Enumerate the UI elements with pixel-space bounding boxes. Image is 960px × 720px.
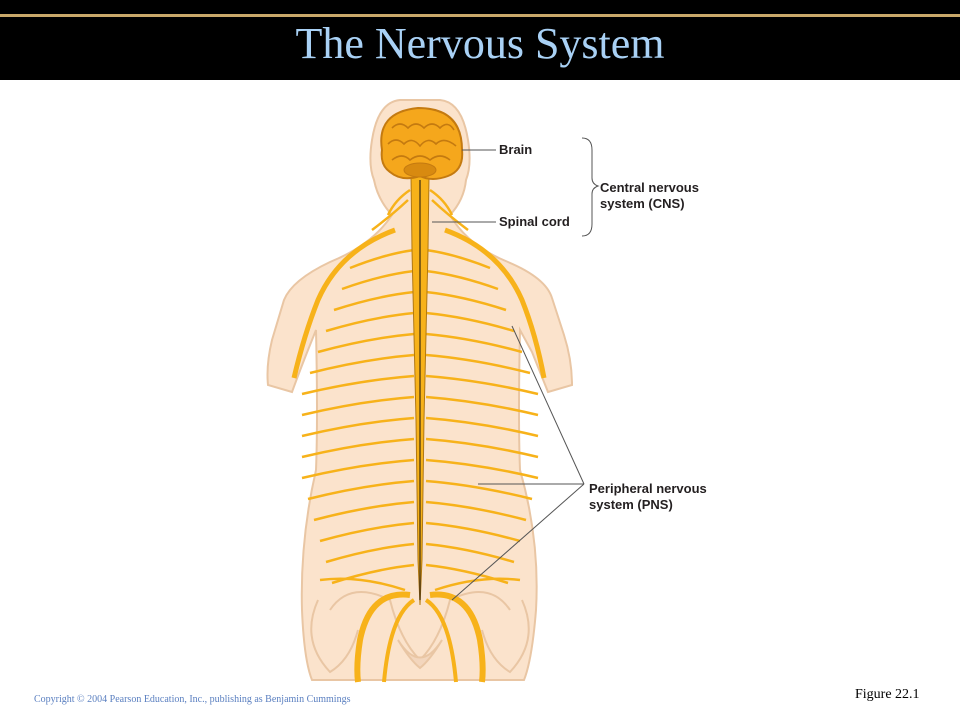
intercostal-nerve [319, 521, 415, 543]
arm-nerve-right [444, 227, 547, 379]
intercostal-nerve [341, 269, 415, 291]
intercostal-nerve [425, 563, 509, 585]
hip-bone-right [481, 599, 530, 674]
cns-bracket [581, 137, 600, 237]
intercostal-nerve [425, 521, 521, 543]
leg-nerve-left [354, 591, 411, 683]
copyright-notice: Copyright © 2004 Pearson Education, Inc.… [34, 694, 351, 705]
intercostal-nerve [301, 458, 415, 480]
title-rule [0, 14, 960, 17]
leg-nerve-right [429, 591, 486, 683]
intercostal-nerve [425, 332, 523, 354]
intercostal-nerve [325, 542, 415, 564]
intercostal-nerve [301, 416, 415, 438]
cns-label: Central nervous system (CNS) [600, 180, 699, 211]
arm-nerve-left [291, 227, 396, 379]
intercostal-nerve [425, 437, 539, 459]
pelvic-branch-right [434, 577, 521, 592]
pelvic-branch-left [319, 577, 406, 592]
intercostal-nerve [425, 290, 507, 312]
slide-title: The Nervous System [295, 19, 665, 68]
intercostal-nerve [301, 374, 415, 396]
title-bar [0, 0, 960, 80]
intercostal-nerve [313, 500, 415, 522]
intercostal-nerves [301, 248, 539, 585]
intercostal-nerve [333, 290, 415, 312]
pns-label: Peripheral nervous system (PNS) [589, 481, 707, 512]
intercostal-nerve [425, 479, 533, 501]
intercostal-nerve [301, 437, 415, 459]
intercostal-nerve [309, 353, 415, 375]
intercostal-nerve [425, 458, 539, 480]
intercostal-nerve [425, 353, 531, 375]
pns-leader-lower [451, 483, 585, 601]
intercostal-nerve [425, 500, 527, 522]
hip-bone-left [310, 599, 359, 674]
intercostal-nerve [349, 248, 415, 270]
intercostal-nerve [425, 311, 515, 333]
pns-leader-upper [511, 325, 585, 485]
neck-nerves [371, 188, 469, 231]
intercostal-nerve [425, 269, 499, 291]
intercostal-nerve [425, 395, 539, 417]
leg-nerve-right-2 [424, 598, 458, 683]
leader-lines [432, 137, 600, 601]
brain [380, 106, 464, 180]
intercostal-nerve [317, 332, 415, 354]
leg-nerve-left-2 [382, 598, 416, 683]
brain-label: Brain [499, 142, 533, 157]
sacrum [397, 639, 443, 670]
intercostal-nerve [325, 311, 415, 333]
figure-number: Figure 22.1 [855, 687, 920, 702]
intercostal-nerve [425, 248, 491, 270]
intercostal-nerve [301, 395, 415, 417]
intercostal-nerve [425, 416, 539, 438]
spinal-cord-label: Spinal cord [499, 214, 570, 229]
intercostal-nerve [331, 563, 415, 585]
intercostal-nerve [425, 542, 515, 564]
intercostal-nerve [307, 479, 415, 501]
intercostal-nerve [425, 374, 539, 396]
